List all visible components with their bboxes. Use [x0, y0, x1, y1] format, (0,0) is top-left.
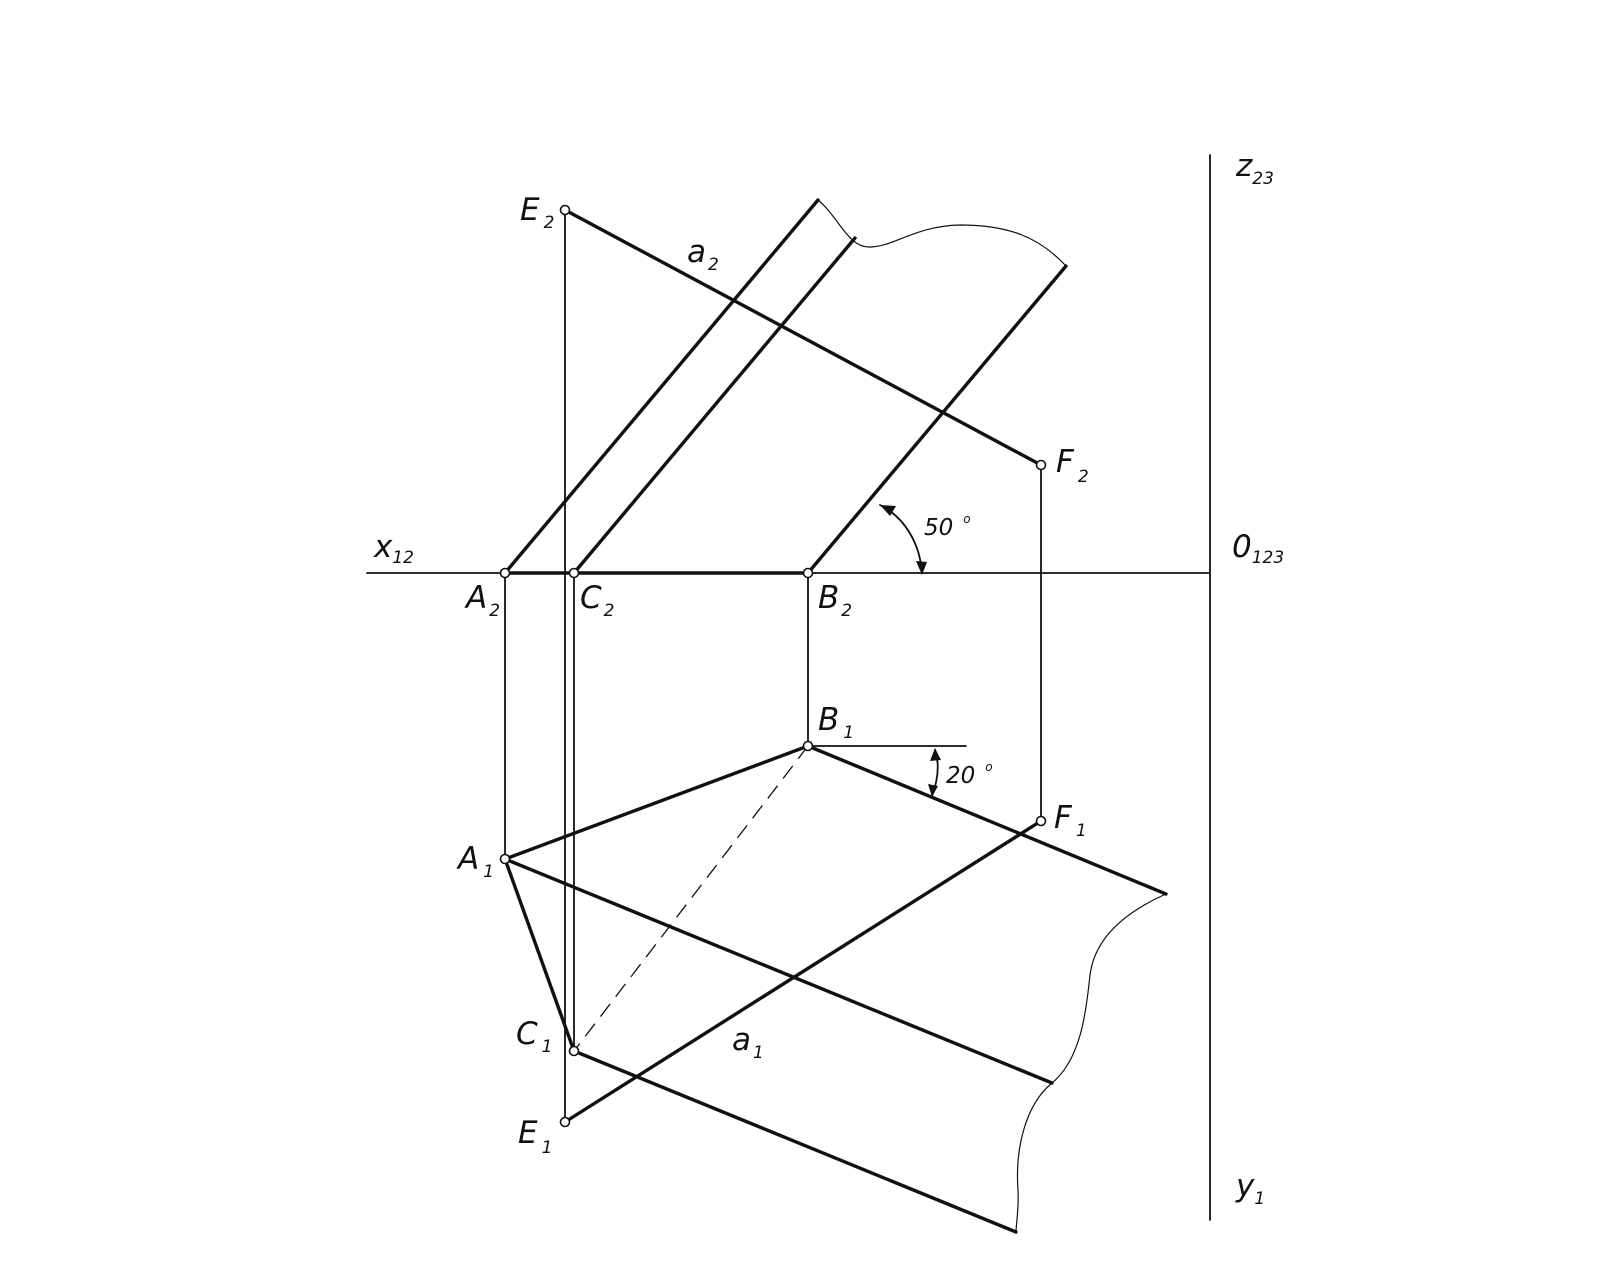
triangle-a1-c1: [503, 857, 576, 1053]
angle-50-arrow-top: [880, 505, 896, 516]
hidden-b1-c1: [573, 745, 809, 1052]
frontal-break-line: [817, 199, 1067, 267]
plane-edge-from-a2: [503, 198, 820, 575]
point-e1: [559, 1116, 571, 1128]
plane-edge-from-c2: [572, 236, 857, 575]
horizontal-break-line: [1015, 893, 1167, 1233]
triangle-a1-b1: [503, 744, 810, 861]
angle-20-arrow-top: [930, 748, 941, 761]
label-y1: y1: [1235, 1168, 1265, 1209]
label-x12: x12: [373, 529, 414, 568]
point-e2: [559, 204, 571, 216]
point-b2: [802, 567, 814, 579]
line-a2: [563, 208, 1043, 467]
point-c1: [568, 1045, 580, 1057]
point-f1: [1035, 815, 1047, 827]
angle-20-arrow-bottom: [928, 784, 938, 797]
angle-50-arrow-bottom: [916, 561, 927, 575]
plane-edge-from-b2: [806, 264, 1068, 575]
line-a1: [563, 819, 1043, 1124]
angle-50-arc: [879, 504, 923, 574]
plane-edge-from-c1: [572, 1049, 1018, 1234]
point-a1: [499, 853, 511, 865]
plane-edge-from-a1: [503, 857, 1054, 1085]
label-o123: 0123: [1232, 529, 1284, 568]
point-f2: [1035, 459, 1047, 471]
point-c2: [568, 567, 580, 579]
plane-edge-from-b1: [806, 744, 1168, 896]
point-a2: [499, 567, 511, 579]
point-b1: [802, 740, 814, 752]
label-z23: z23: [1235, 148, 1274, 189]
